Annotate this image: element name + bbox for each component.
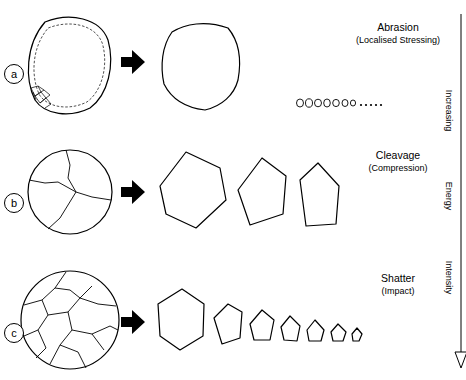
fragment: [158, 289, 204, 350]
fragment: [352, 328, 362, 341]
mechanism-name: Abrasion: [377, 22, 418, 34]
parent-particle: [28, 150, 112, 234]
fines-dots: [360, 104, 382, 106]
fragment: [160, 152, 226, 228]
process-arrow: [121, 180, 145, 204]
fragment: [300, 163, 339, 226]
fragment: [214, 304, 242, 344]
abraded-zone: [31, 86, 51, 108]
cracks: [24, 272, 118, 368]
fines: [297, 99, 356, 107]
fragment: [250, 310, 274, 340]
row-letter-circle: a: [4, 64, 24, 84]
row-letter-circle: b: [4, 193, 24, 213]
fragment: [281, 316, 300, 341]
axis-label: Increasing Energy Intensity: [443, 90, 453, 295]
mechanism-note: (Localised Stressing): [356, 36, 440, 46]
row-letter: c: [11, 328, 17, 339]
energy-axis: [461, 14, 462, 352]
fragment: [331, 324, 346, 341]
cracks: [29, 150, 111, 229]
process-arrow: [121, 50, 145, 74]
parent-particle: [21, 271, 119, 369]
mechanism-name: Shatter: [381, 273, 415, 285]
process-arrow: [121, 310, 145, 334]
energy-arrowhead: [455, 352, 466, 368]
parent-particle: [28, 17, 110, 114]
abrasion-boundary: [34, 24, 105, 107]
row-letter-circle: c: [4, 323, 24, 343]
mechanism-name: Cleavage: [376, 150, 420, 162]
row-letter: a: [11, 69, 17, 80]
fragment: [238, 158, 286, 225]
mechanism-note: (Impact): [381, 287, 414, 297]
mechanism-note: (Compression): [368, 164, 427, 174]
product-particle: [162, 24, 239, 110]
fragment: [307, 320, 324, 341]
row-letter: b: [11, 198, 17, 209]
